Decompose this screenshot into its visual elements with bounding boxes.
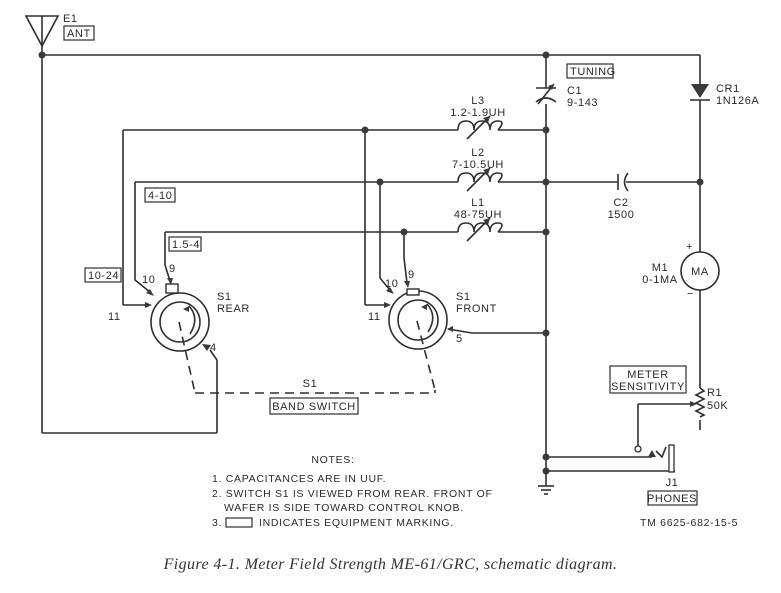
note-2b: WAFER IS SIDE TOWARD CONTROL KNOB.: [224, 502, 464, 514]
band-marking-4-10: 4-10: [148, 190, 172, 202]
antenna-e1: E1 ANT: [24, 13, 95, 55]
ground: [538, 471, 554, 495]
band-switch-link: S1 BAND SWITCH: [195, 378, 436, 415]
antenna-ref: E1: [63, 13, 78, 25]
resistor-r1: R1 50K METER SENSITIVITY: [609, 365, 728, 418]
l2-ref: L2: [471, 147, 484, 159]
cr1-value: 1N126A: [716, 95, 759, 107]
note-1: 1. CAPACITANCES ARE IN UUF.: [212, 473, 386, 485]
c1-marking-box: [566, 63, 614, 79]
note-3-prefix: 3.: [212, 517, 222, 529]
drawing-number: TM 6625-682-15-5: [640, 517, 738, 529]
m1-symbol: MA: [691, 266, 709, 278]
inductor-l3: L3 1.2-1.9UH: [450, 95, 506, 140]
notes-title: NOTES:: [311, 454, 354, 466]
capacitor-c2: C2 1500: [608, 172, 635, 221]
inductor-icon: [457, 172, 503, 183]
cr1-ref: CR1: [716, 83, 740, 95]
meter-icon: [680, 251, 720, 291]
switch-s1-rear: 11 10 9 4 S1 REAR: [108, 263, 250, 394]
diode-cr1: CR1 1N126A: [690, 83, 759, 107]
c2-value: 1500: [608, 209, 635, 221]
l3-ref: L3: [471, 95, 484, 107]
s1-rear-pin-11: 11: [108, 311, 121, 323]
r1-ref: R1: [707, 387, 722, 399]
r1-marking-line2: SENSITIVITY: [611, 381, 685, 393]
notes: NOTES: 1. CAPACITANCES ARE IN UUF. 2. SW…: [212, 454, 493, 529]
jack-icon: [634, 445, 642, 453]
band-marking-1-5-4: 1.5-4: [172, 239, 200, 251]
j1-marking: PHONES: [647, 493, 697, 505]
capacitor-c1: TUNING C1 9-143: [535, 63, 616, 109]
s1-rear-pin-4: 4: [210, 342, 217, 354]
r1-marking-box: [609, 365, 687, 394]
note-3: INDICATES EQUIPMENT MARKING.: [259, 517, 454, 529]
l2-value: 7-10.5UH: [452, 159, 504, 171]
c1-marking: TUNING: [570, 66, 616, 78]
switch-s1-front: 11 10 9 5 S1 FRONT: [365, 257, 497, 391]
resistor-icon: [694, 387, 706, 418]
junction-dots: [38, 51, 704, 475]
c1-value: 9-143: [567, 97, 598, 109]
l1-value: 48-75UH: [454, 209, 502, 221]
inductor-icon: [457, 222, 503, 233]
r1-marking-line1: METER: [627, 369, 669, 381]
band-switch-marking-box: [269, 397, 359, 415]
j1-ref: J1: [666, 477, 679, 489]
band-switch-ref: S1: [303, 378, 318, 390]
diode-icon: [691, 84, 709, 98]
s1-front-side: FRONT: [456, 303, 497, 315]
s1-front-pin-5: 5: [456, 333, 463, 345]
m1-ref: M1: [652, 262, 668, 274]
antenna-marking: ANT: [67, 28, 91, 40]
inductor-icon: [457, 120, 503, 131]
meter-m1: MA + − M1 0-1MA: [642, 241, 720, 300]
c1-ref: C1: [567, 85, 582, 97]
figure-caption: Figure 4-1. Meter Field Strength ME-61/G…: [163, 556, 618, 573]
l1-ref: L1: [471, 197, 484, 209]
band-marking-10-24: 10-24: [88, 270, 119, 282]
band-markings: 10-24 4-10 1.5-4: [84, 187, 202, 283]
s1-rear-pin-10: 10: [142, 274, 155, 286]
l3-value: 1.2-1.9UH: [450, 107, 506, 119]
s1-front-pin-9: 9: [408, 269, 415, 281]
antenna-marking-box: [63, 25, 95, 41]
equipment-marking-box-icon: [225, 517, 253, 528]
s1-rear-ref: S1: [217, 291, 232, 303]
band-switch-marking: BAND SWITCH: [272, 401, 356, 413]
s1-rear-side: REAR: [217, 303, 250, 315]
wafer-icon: [150, 292, 210, 352]
s1-front-ref: S1: [456, 291, 471, 303]
note-2a: 2. SWITCH S1 IS VIEWED FROM REAR. FRONT …: [212, 488, 493, 500]
inductor-l1: L1 48-75UH: [454, 197, 503, 242]
s1-front-pin-10: 10: [385, 278, 398, 290]
s1-front-pin-11: 11: [368, 311, 381, 323]
m1-value: 0-1MA: [642, 274, 677, 286]
s1-rear-pin-9: 9: [169, 263, 176, 275]
wiring: [41, 54, 701, 472]
m1-plus: +: [686, 241, 693, 253]
inductor-l2: L2 7-10.5UH: [452, 147, 504, 192]
j1-marking-box: [647, 490, 698, 506]
jack-j1: J1 PHONES: [634, 444, 698, 506]
r1-value: 50K: [707, 400, 728, 412]
c2-ref: C2: [613, 197, 628, 209]
m1-minus: −: [687, 288, 694, 300]
